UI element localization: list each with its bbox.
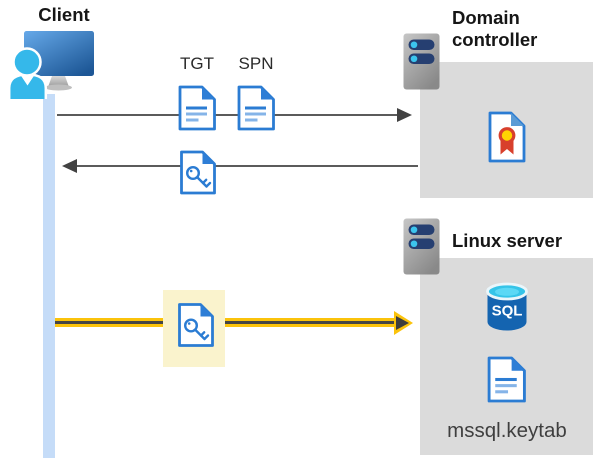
tgt-document-icon [178,85,216,131]
client-icon [8,31,94,99]
key-glyph [183,318,210,341]
key-glyph [185,166,212,188]
kerberos-auth-arrow-core [55,321,397,324]
client-to-dc-arrow-line [57,114,398,117]
domain-controller-label: Domain controller [452,7,538,50]
spn-label: SPN [238,54,274,73]
kerberos-auth-arrow-line [55,318,397,327]
certificate-icon [488,111,526,163]
kerberos-auth-arrowhead-icon [396,316,409,330]
dc-to-client-arrowhead-icon [62,159,77,173]
person-icon [8,47,48,99]
client-to-dc-arrowhead-icon [397,108,412,122]
sql-database-icon: SQL [486,282,528,331]
client-label: Client [38,4,90,25]
client-lifeline-bar [43,94,55,458]
tgt-label: TGT [180,54,214,73]
spn-document-icon [237,85,275,131]
sql-label: SQL [492,303,523,320]
linux-server-label: Linux server [452,230,563,251]
dc-to-client-arrow-line [74,165,418,168]
key-file-icon [180,150,216,195]
highlighted-key-file-icon [178,303,214,347]
keytab-document-icon [487,356,526,403]
keytab-label: mssql.keytab [447,419,567,442]
monitor-icon [24,31,94,91]
linux-server-icon [403,218,440,275]
domain-controller-server-icon [403,33,440,90]
